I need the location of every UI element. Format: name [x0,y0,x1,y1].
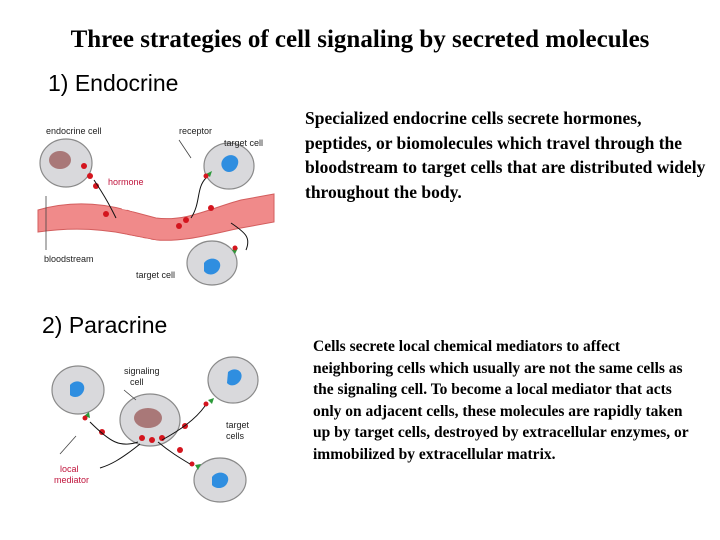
target-nucleus-right-bottom [212,472,229,489]
label-endocrine-cell: endocrine cell [46,126,102,136]
hormone-molecule [87,173,93,179]
hormone-molecule [176,223,182,229]
endocrine-nucleus [49,151,71,169]
hormone-molecule [103,211,109,217]
endocrine-diagram: endocrine cell receptor target cell horm… [36,118,276,290]
endocrine-description: Specialized endocrine cells secrete horm… [305,108,706,202]
label-signaling: signaling [124,366,160,376]
label-cell: cell [130,377,144,387]
label-cells: cells [226,431,245,441]
endocrine-heading: 1) Endocrine [48,70,179,96]
target-nucleus-bottom [204,258,221,275]
target-nucleus-left [70,381,85,398]
label-target-cell-top: target cell [224,138,263,148]
label-target: target [226,420,250,430]
label-receptor: receptor [179,126,212,136]
page-title: Three strategies of cell signaling by se… [70,26,650,53]
paracrine-description: Cells secrete local chemical mediators t… [313,338,689,463]
label-target-cell-bottom: target cell [136,270,175,280]
receptor [206,171,212,177]
target-nucleus-right-top [227,369,242,386]
paracrine-heading: 2) Paracrine [42,312,168,338]
signaling-nucleus [134,408,162,428]
hormone-molecule [208,205,214,211]
label-bloodstream: bloodstream [44,254,94,264]
bloodstream-vessel [37,193,275,241]
hormone-molecule [81,163,87,169]
label-mediator: mediator [54,475,89,485]
paracrine-diagram: signaling cell target cells local mediat… [40,350,270,510]
label-local: local [60,464,79,474]
target-nucleus-top [221,155,239,172]
label-hormone: hormone [108,177,144,187]
hormone-molecule [183,217,189,223]
